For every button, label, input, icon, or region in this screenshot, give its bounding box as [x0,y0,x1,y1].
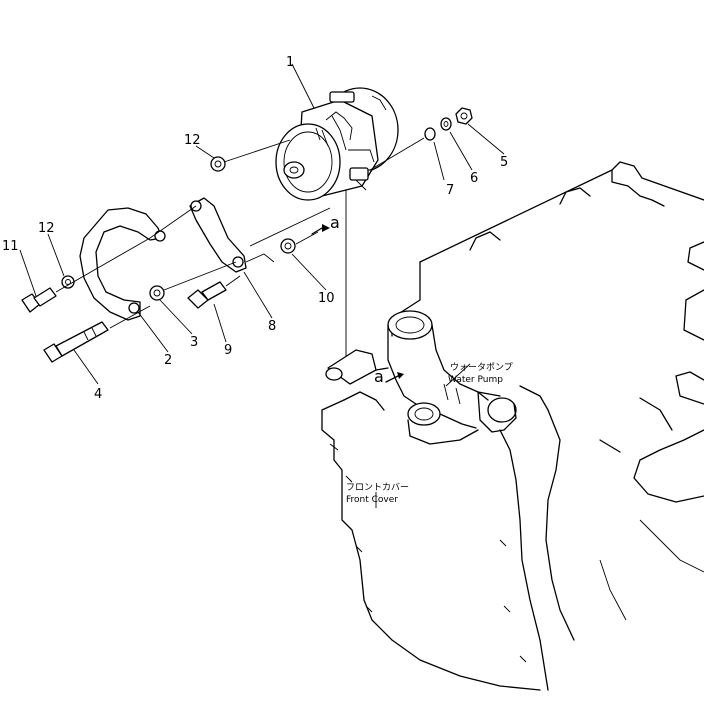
reference-label-a-top: a [330,213,340,232]
reference-arrow-a-top [311,224,330,235]
callout-5: 5 [500,155,508,170]
washer-part-12-top [210,156,226,172]
bracket-part-2 [79,207,166,321]
spring-washer-part-6 [440,117,452,131]
callout-6: 6 [470,171,478,186]
callout-2: 2 [164,353,172,368]
callout-11: 11 [2,239,19,254]
bolt-part-11 [21,287,57,313]
leader-lines [19,63,505,508]
washer-part-10 [280,238,296,254]
assembly-centerlines [55,137,425,356]
callout-1: 1 [286,55,294,70]
callout-3: 3 [190,335,198,350]
water-pump-housing [325,310,517,445]
callout-12-left: 12 [38,221,55,236]
front-cover [321,391,549,691]
callout-10: 10 [318,291,335,306]
reference-arrow-a-engine [385,372,404,383]
water-pump-label-en: Water Pump [448,375,503,385]
adjust-link-part-8 [189,197,247,273]
front-cover-label-jp: フロントカバー [346,482,409,493]
bolt-part-9 [187,281,227,309]
washer-part-12-left [61,275,75,289]
engine-block [391,161,704,641]
alternator [275,87,399,201]
callout-7: 7 [446,183,454,198]
callout-8: 8 [268,319,276,334]
callout-9: 9 [224,343,232,358]
callout-4: 4 [94,387,102,402]
bolt-part-4 [43,321,109,363]
water-pump-label-jp: ウォータポンプ [450,362,513,373]
callout-12-top: 12 [184,133,201,148]
reference-label-a-engine: a [374,367,384,386]
washer-part-7 [424,127,436,141]
nut-part-5 [455,107,473,125]
front-cover-label-en: Front Cover [346,495,398,505]
washer-part-3 [149,285,165,301]
